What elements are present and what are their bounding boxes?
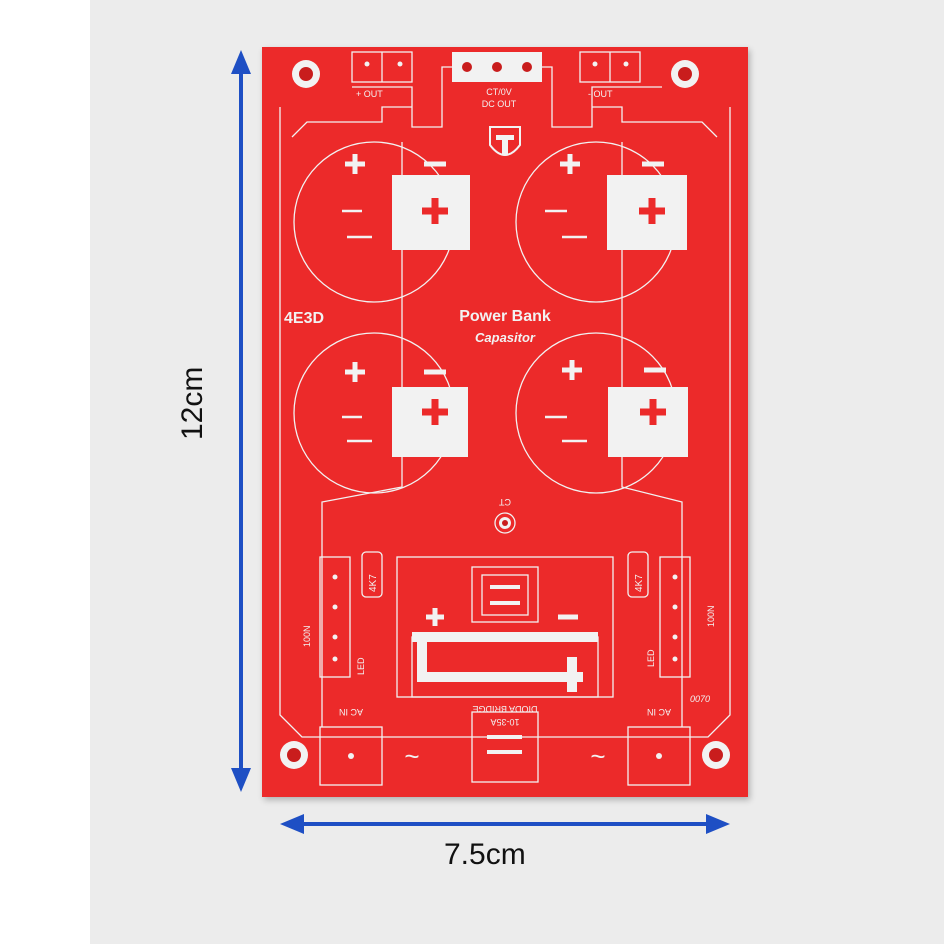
- title-label: Power Bank: [459, 308, 551, 325]
- capacitor-slots: [342, 209, 587, 443]
- subtitle-label: Capasitor: [475, 330, 536, 345]
- cap-footprint-left: [319, 556, 351, 678]
- board-code-label: 0070: [690, 694, 710, 704]
- bridge-label: DIODA BRIDGE: [472, 704, 537, 714]
- led-left-label: LED: [356, 657, 366, 675]
- ct-0v-label: CT/0V: [486, 87, 512, 97]
- right-trace: [621, 142, 683, 727]
- photo-background-left: [0, 0, 90, 944]
- pcb-board: + OUT - OUT CT/0V DC OUT 4E3D Power Bank…: [262, 47, 748, 797]
- polarity-marks: [345, 154, 666, 626]
- ac-in-left-hole: [348, 753, 354, 759]
- plus-out-label: + OUT: [356, 89, 383, 99]
- pad-plus-signs: [422, 198, 666, 425]
- height-dimension-label: 12cm: [176, 366, 209, 440]
- ac-in-left-pad: [319, 726, 383, 786]
- logo-shield: [489, 126, 521, 156]
- ct-label: CT: [499, 497, 511, 507]
- ac-in-right-pad: [627, 726, 691, 786]
- bridge-pads: [412, 574, 598, 754]
- minus-out-label: - OUT: [588, 89, 613, 99]
- ct-hole-ring: [494, 512, 516, 534]
- top-connectors: [452, 52, 542, 82]
- mounting-holes: [280, 60, 730, 769]
- dc-out-label: DC OUT: [482, 99, 517, 109]
- bridge-rating-label: 10-35A: [490, 717, 519, 727]
- led-right-label: LED: [646, 649, 656, 667]
- left-trace: [321, 142, 403, 727]
- ac-in-left-label: AC IN: [339, 707, 363, 717]
- resistor-right-label: 4K7: [634, 574, 645, 592]
- bridge-bottom-outline: [471, 711, 539, 783]
- cap-footprint-right: [659, 556, 691, 678]
- footprint-dots: [332, 61, 678, 662]
- resistor-left-outline: [361, 551, 383, 598]
- bridge-center-pad-outline: [471, 566, 539, 623]
- resistor-right-outline: [627, 551, 649, 598]
- pcb-silkscreen: + OUT - OUT CT/0V DC OUT 4E3D Power Bank…: [279, 51, 731, 786]
- top-right-trace: [592, 106, 718, 138]
- resistor-left-label: 4K7: [368, 574, 379, 592]
- cap-left-label: 100N: [302, 625, 312, 647]
- vertical-dimension-arrow: [231, 50, 251, 792]
- model-label: 4E3D: [284, 310, 324, 327]
- width-dimension-label: 7.5cm: [444, 838, 526, 871]
- ac-in-right-hole: [656, 753, 662, 759]
- horizontal-dimension-arrow: [280, 814, 730, 834]
- cap-right-label: 100N: [706, 605, 716, 627]
- ac-tilde-right: ~: [590, 741, 605, 771]
- ac-in-right-label: AC IN: [647, 707, 671, 717]
- ac-tilde-left: ~: [404, 741, 419, 771]
- top-left-trace: [291, 106, 412, 138]
